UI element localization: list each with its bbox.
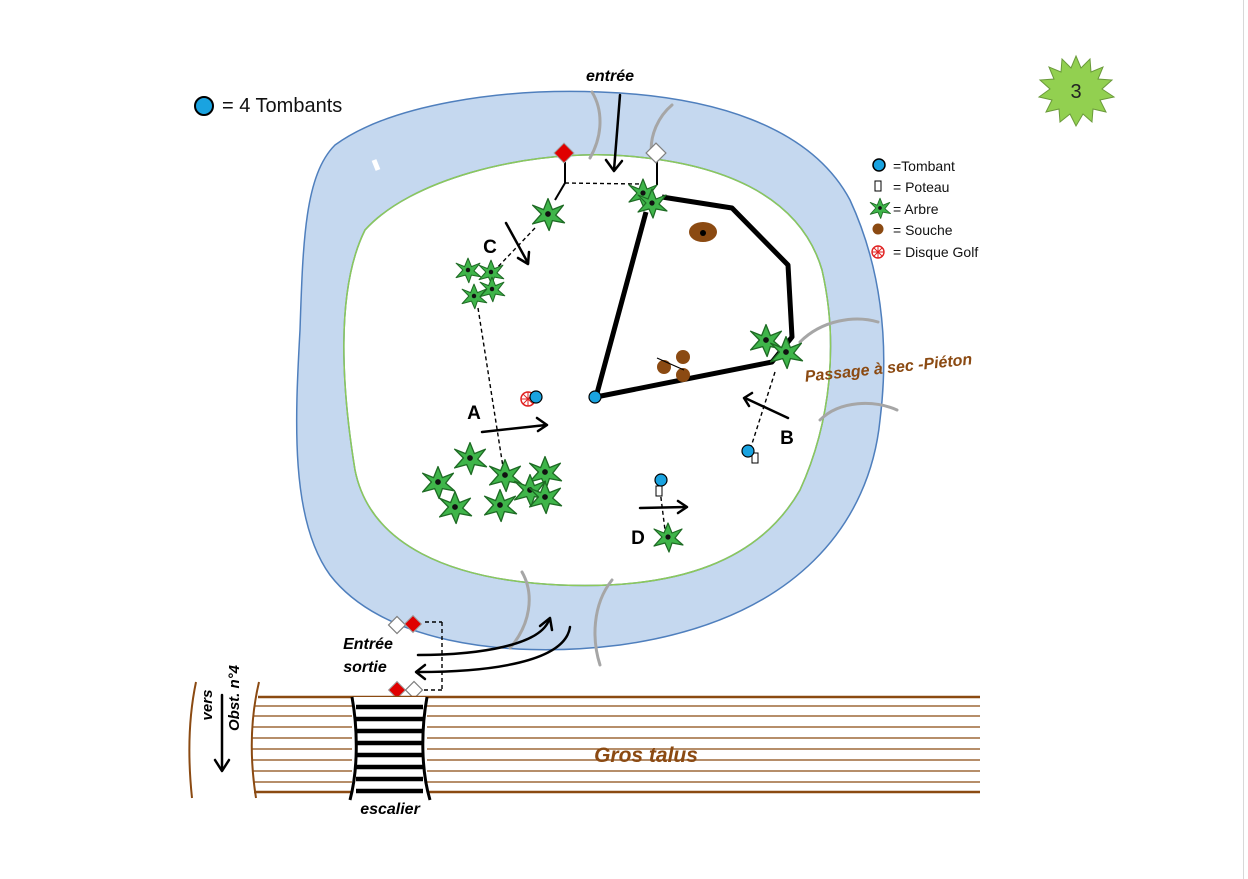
tombants <box>529 390 755 487</box>
marker-c: C <box>483 237 497 258</box>
tombant-count: = 4 Tombants <box>222 95 342 117</box>
ring-gap <box>371 159 381 171</box>
label-obst: Obst. n°4 <box>226 664 243 731</box>
tombant-icon <box>872 158 886 172</box>
connectors <box>554 160 658 201</box>
label-vers: vers <box>199 690 216 721</box>
posts <box>655 452 759 497</box>
label-escalier: escalier <box>360 801 420 818</box>
talus <box>188 681 980 799</box>
direction-arrows <box>213 93 790 773</box>
page-number: 3 <box>1070 81 1081 103</box>
label-entree-sortie-2: sortie <box>343 659 387 676</box>
markers: A B C D <box>467 237 794 549</box>
page-edge <box>1243 0 1244 879</box>
staircase <box>348 696 432 801</box>
label-entree-sortie-1: Entrée <box>343 636 393 653</box>
dashed-lines <box>420 182 776 691</box>
island-edge <box>343 154 832 587</box>
stumps <box>656 222 717 382</box>
legend-tombant: =Tombant <box>893 158 955 174</box>
marker-a: A <box>467 403 481 424</box>
marker-b: B <box>780 428 794 449</box>
tombant-icon <box>194 96 214 116</box>
legend-disque-golf: = Disque Golf <box>893 244 978 260</box>
crossing-arcs <box>508 90 899 667</box>
label-gros-talus: Gros talus <box>594 744 698 767</box>
legend-arbre: = Arbre <box>893 201 939 217</box>
page-number-badge: 3 <box>1037 54 1116 128</box>
arbre-icon <box>869 197 891 219</box>
legend-souche: = Souche <box>893 222 953 238</box>
label-entree: entrée <box>586 68 634 85</box>
flags <box>387 142 667 700</box>
souche-icon <box>872 223 884 235</box>
summary: = 4 Tombants <box>194 95 342 117</box>
marker-d: D <box>631 528 645 549</box>
water-ring <box>295 90 885 651</box>
label-passage: Passage à sec -Piéton <box>804 351 973 386</box>
poteau-icon <box>874 180 882 192</box>
legend: =Tombant = Poteau = Arbre = Souche = Dis… <box>869 158 978 260</box>
disque-golf-icon <box>871 245 885 259</box>
legend-poteau: = Poteau <box>893 179 949 195</box>
